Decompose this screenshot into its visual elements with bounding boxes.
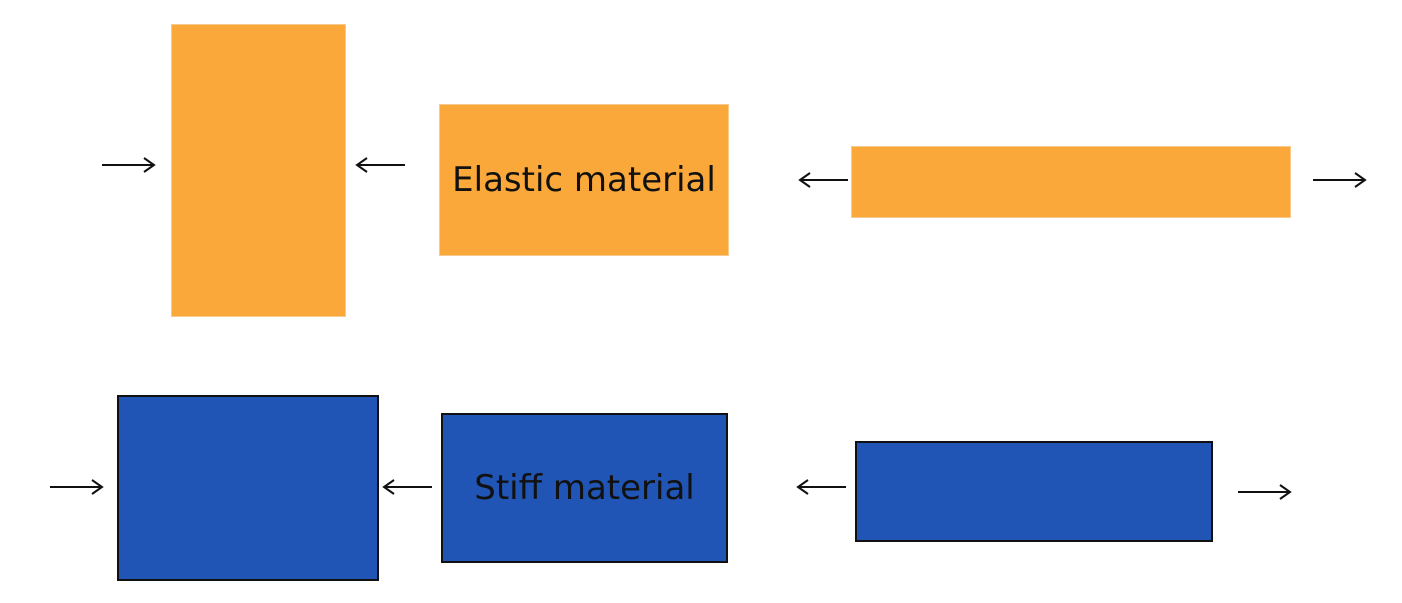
stiff-material-block: Stiff material (441, 413, 728, 563)
compression-right-arrow-icon (100, 157, 156, 173)
stiff-compressed-block (117, 395, 379, 581)
compression-left-arrow-icon (382, 479, 438, 495)
elastic-compressed-block (171, 24, 346, 317)
stiff-material-label: Stiff material (474, 468, 695, 508)
compression-left-arrow-icon (355, 157, 411, 173)
compression-right-arrow-icon (48, 479, 104, 495)
stiff-stretched-block (855, 441, 1213, 542)
tension-right-arrow-icon (1311, 172, 1367, 188)
tension-right-arrow-icon (1236, 484, 1292, 500)
elastic-stretched-block (851, 146, 1291, 218)
tension-left-arrow-icon (798, 172, 854, 188)
elastic-material-label: Elastic material (452, 160, 716, 200)
elastic-material-block: Elastic material (439, 104, 729, 256)
tension-left-arrow-icon (796, 479, 852, 495)
